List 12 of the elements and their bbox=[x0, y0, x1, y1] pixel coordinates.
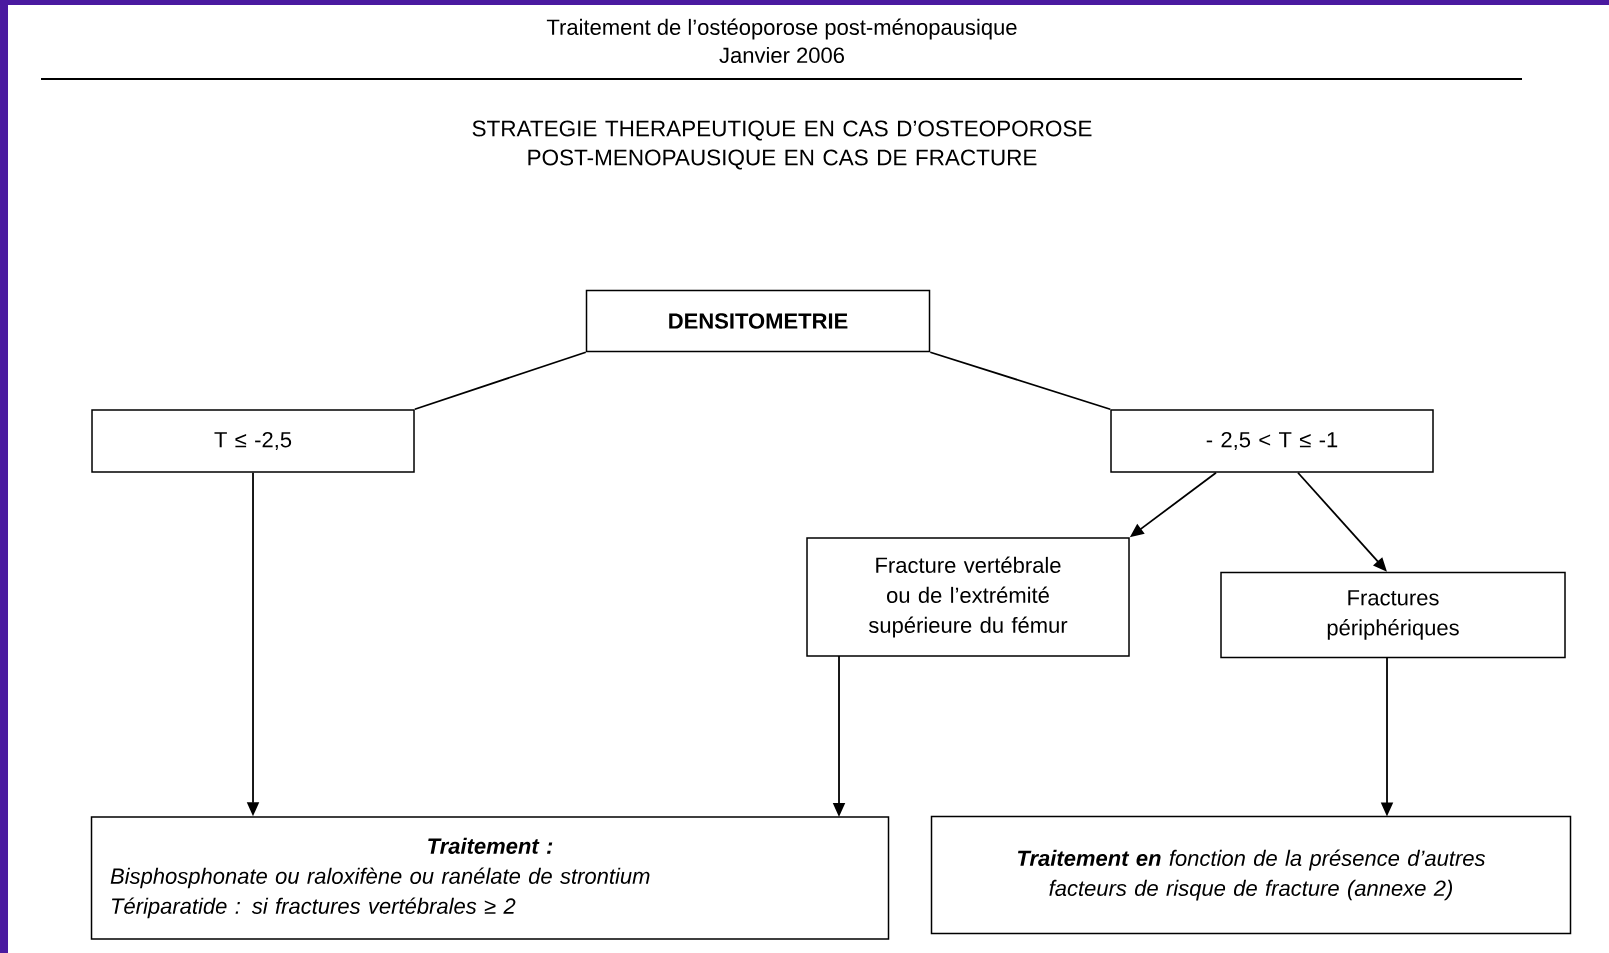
header-text: Traitement de l’ostéoporose post-ménopausique bbox=[546, 18, 1017, 40]
connector-line bbox=[929, 351, 1112, 411]
heading: STRATEGIE THERAPEUTIQUE EN CAS D’OSTEOPOROSE POST-MENOPAUSIQUE EN CAS DE FRACTURE bbox=[472, 120, 1092, 170]
process-box: DENSITOMETRIE bbox=[585, 289, 931, 353]
header-text: Janvier 2006 bbox=[719, 46, 844, 64]
fracture-box: Fracture vertébrale ou de l’extrémité supérieure du fémur bbox=[806, 537, 1130, 657]
condition-box: T ≤ -2,5 bbox=[91, 409, 415, 473]
condition-box: - 2,5 < T ≤ -1 bbox=[1110, 409, 1434, 473]
treatment-box: Traitement : Bisphosphonate ou raloxifène ou ranélate de strontium Tériparatide : si fractures vertébrales ≥ 2 bbox=[90, 816, 890, 940]
fracture-box: Fractures périphériques bbox=[1220, 571, 1566, 659]
treatment-box: Traitement en fonction de la présence d’autres facteurs de risque de fracture (annexe 2) bbox=[930, 815, 1572, 935]
connector-line bbox=[413, 351, 587, 411]
